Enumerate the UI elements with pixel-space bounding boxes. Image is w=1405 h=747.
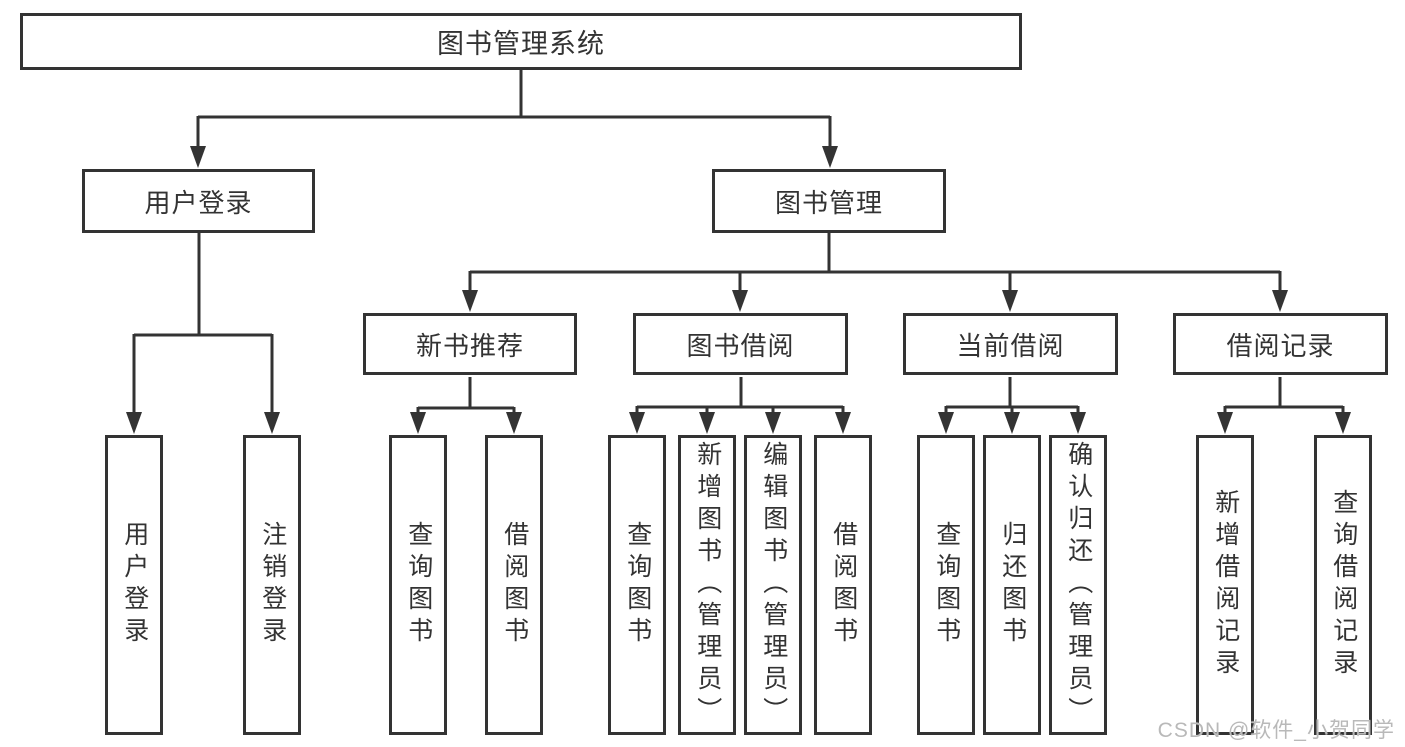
node-label: 查询图书 bbox=[623, 521, 652, 649]
arrowheads bbox=[126, 146, 1351, 434]
node-label: 新书推荐 bbox=[415, 330, 524, 361]
leaf-borrow-books-recommend: 借阅图书 bbox=[485, 435, 543, 735]
leaf-confirm-return-admin: 确认归还（管理员） bbox=[1049, 435, 1107, 735]
leaf-add-borrow-record: 新增借阅记录 bbox=[1196, 435, 1254, 735]
node-label: 借阅记录 bbox=[1226, 330, 1335, 361]
leaf-logout: 注销登录 bbox=[243, 435, 301, 735]
leaf-user-login: 用户登录 bbox=[105, 435, 163, 735]
node-label: 新增图书（管理员） bbox=[693, 441, 722, 729]
node-label: 图书管理 bbox=[774, 187, 883, 218]
leaf-return-books: 归还图书 bbox=[983, 435, 1041, 735]
csdn-watermark: CSDN @软件_小贺同学 bbox=[1157, 719, 1395, 742]
leaf-add-books-admin: 新增图书（管理员） bbox=[678, 435, 736, 735]
node-label: 用户登录 bbox=[120, 521, 149, 649]
node-new-book-recommend: 新书推荐 bbox=[363, 313, 577, 375]
node-label: 用户登录 bbox=[144, 187, 253, 218]
node-label: 图书管理系统 bbox=[437, 29, 605, 59]
node-current-borrow: 当前借阅 bbox=[903, 313, 1118, 375]
node-label: 编辑图书（管理员） bbox=[759, 441, 788, 729]
node-user-login: 用户登录 bbox=[82, 169, 315, 233]
node-borrow-records: 借阅记录 bbox=[1173, 313, 1388, 375]
node-label: 注销登录 bbox=[258, 521, 287, 649]
node-label: 借阅图书 bbox=[500, 521, 529, 649]
node-label: 确认归还（管理员） bbox=[1064, 441, 1093, 729]
node-label: 查询图书 bbox=[404, 521, 433, 649]
node-label: 新增借阅记录 bbox=[1211, 489, 1240, 681]
node-label: 查询借阅记录 bbox=[1329, 489, 1358, 681]
leaf-query-books-current: 查询图书 bbox=[917, 435, 975, 735]
node-label: 查询图书 bbox=[932, 521, 961, 649]
leaf-query-books-borrow: 查询图书 bbox=[608, 435, 666, 735]
node-book-borrow: 图书借阅 bbox=[633, 313, 848, 375]
node-book-management: 图书管理 bbox=[712, 169, 946, 233]
node-root-system: 图书管理系统 bbox=[20, 13, 1022, 70]
node-label: 归还图书 bbox=[998, 521, 1027, 649]
node-label: 图书借阅 bbox=[686, 330, 795, 361]
leaf-query-borrow-record: 查询借阅记录 bbox=[1314, 435, 1372, 735]
leaf-edit-books-admin: 编辑图书（管理员） bbox=[744, 435, 802, 735]
leaf-borrow-books: 借阅图书 bbox=[814, 435, 872, 735]
node-label: 当前借阅 bbox=[956, 330, 1065, 361]
node-label: 借阅图书 bbox=[829, 521, 858, 649]
leaf-query-books-recommend: 查询图书 bbox=[389, 435, 447, 735]
